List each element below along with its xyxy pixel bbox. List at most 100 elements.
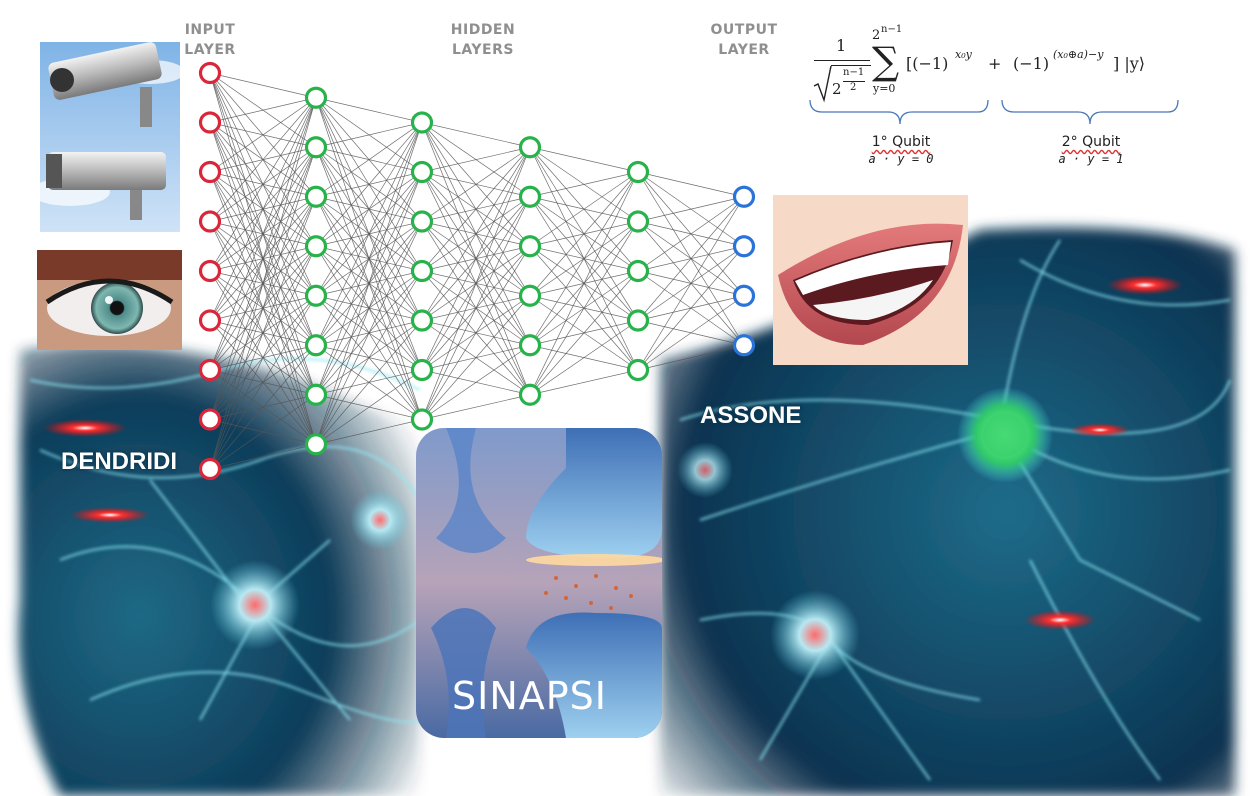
network-edge xyxy=(315,122,423,296)
input-node xyxy=(198,61,222,85)
hidden-node xyxy=(410,259,434,283)
output-node xyxy=(732,235,756,258)
input-node xyxy=(198,111,222,134)
output-node xyxy=(732,284,756,307)
network-edge xyxy=(421,295,531,420)
qubit-braces xyxy=(809,99,1179,125)
hidden-node xyxy=(304,185,328,208)
hidden-node xyxy=(304,334,328,357)
network-edge xyxy=(637,196,745,371)
input-layer-title: INPUT LAYER xyxy=(170,20,250,60)
network-edge xyxy=(315,122,423,445)
prefactor-numerator: 1 xyxy=(836,36,847,55)
eye-image xyxy=(37,250,182,350)
plus-sign: + xyxy=(988,54,1002,73)
sqrt-exponent: n−1 xyxy=(843,67,865,78)
sum-lower: y=0 xyxy=(873,82,896,95)
input-node xyxy=(198,358,222,382)
network-edge xyxy=(315,97,423,123)
network-edge xyxy=(637,196,745,321)
network-edge xyxy=(421,344,531,420)
network-edge xyxy=(209,97,317,173)
input-node xyxy=(198,210,222,233)
synapse-panel xyxy=(416,428,662,738)
network-edge xyxy=(529,320,639,396)
output-layer-title: OUTPUT LAYER xyxy=(702,20,786,60)
network-edge xyxy=(315,320,423,445)
hidden-node xyxy=(626,210,650,233)
sum-upper: 2 xyxy=(872,28,881,43)
term1: [(−1) xyxy=(906,54,949,73)
network-edge xyxy=(421,147,531,420)
sqrt-base: 2 xyxy=(832,80,842,98)
network-edge xyxy=(421,147,531,321)
network-edge xyxy=(529,171,639,346)
network-edge xyxy=(637,196,745,272)
network-edge xyxy=(315,419,423,445)
neural-network-diagram xyxy=(198,61,756,481)
term2-exponent: (x₀⊕a)−y xyxy=(1053,48,1104,61)
network-edge xyxy=(637,295,745,371)
network-edge xyxy=(529,171,639,198)
hidden-node xyxy=(626,160,650,184)
hidden-node xyxy=(410,160,434,184)
hidden-layers-title-line2: LAYERS xyxy=(452,42,514,58)
sum-upper-exponent: n−1 xyxy=(881,24,903,35)
sqrt-exp-denominator: 2 xyxy=(850,82,857,93)
network-edge xyxy=(315,122,423,198)
term2-end: ] |y⟩ xyxy=(1113,54,1145,73)
network-edge xyxy=(209,97,317,272)
network-edge xyxy=(637,196,745,222)
network-edge xyxy=(529,270,639,395)
network-edge xyxy=(209,97,317,321)
network-edge xyxy=(421,146,531,173)
network-edge xyxy=(209,97,317,371)
network-edge xyxy=(421,122,531,148)
network-edge xyxy=(209,97,317,470)
network-edge xyxy=(529,171,639,395)
network-edge xyxy=(209,295,317,470)
network-edge xyxy=(315,122,423,395)
network-edge xyxy=(315,171,423,445)
output-layer-title-line1: OUTPUT xyxy=(710,22,778,38)
input-node xyxy=(198,408,222,431)
dendriti-label: DENDRIDI xyxy=(61,448,178,475)
hidden-node xyxy=(410,408,434,431)
network-edge xyxy=(529,221,639,395)
output-node xyxy=(732,185,756,208)
network-edge xyxy=(637,171,745,198)
qubit-1: 1° Qubit a · y = 0 xyxy=(846,134,956,166)
network-edge xyxy=(315,270,423,445)
network-edge xyxy=(209,345,317,470)
network-edge xyxy=(529,146,639,173)
network-edge xyxy=(421,246,531,420)
hidden-node xyxy=(518,334,542,357)
sum-symbol: ∑ xyxy=(872,39,900,83)
input-node xyxy=(198,309,222,332)
hidden-layers-title-line1: HIDDEN xyxy=(450,22,516,38)
output-node xyxy=(732,334,756,357)
network-edge xyxy=(209,97,317,222)
qubit-2-name: 2° Qubit xyxy=(1061,134,1121,150)
hidden-node xyxy=(410,309,434,332)
network-edge xyxy=(315,122,423,346)
fraction-bar xyxy=(814,60,870,61)
hidden-node xyxy=(304,136,328,159)
network-edge xyxy=(529,171,639,247)
hidden-node xyxy=(304,433,328,456)
network-edge xyxy=(209,443,317,470)
qubit-2-condition: a · y = 1 xyxy=(1058,152,1124,166)
hidden-node xyxy=(410,210,434,233)
hidden-node xyxy=(410,358,434,382)
hidden-node xyxy=(518,284,542,307)
network-edge xyxy=(315,122,423,148)
sqrt-exp-bar xyxy=(843,81,865,82)
output-layer-title-line2: LAYER xyxy=(718,42,770,58)
hidden-layers-title: HIDDEN LAYERS xyxy=(438,20,528,60)
sqrt-bar xyxy=(831,65,871,66)
network-edge xyxy=(421,196,531,420)
network-edge xyxy=(209,97,317,123)
hidden-node xyxy=(626,259,650,283)
network-edge xyxy=(315,369,423,445)
hidden-node xyxy=(626,358,650,382)
